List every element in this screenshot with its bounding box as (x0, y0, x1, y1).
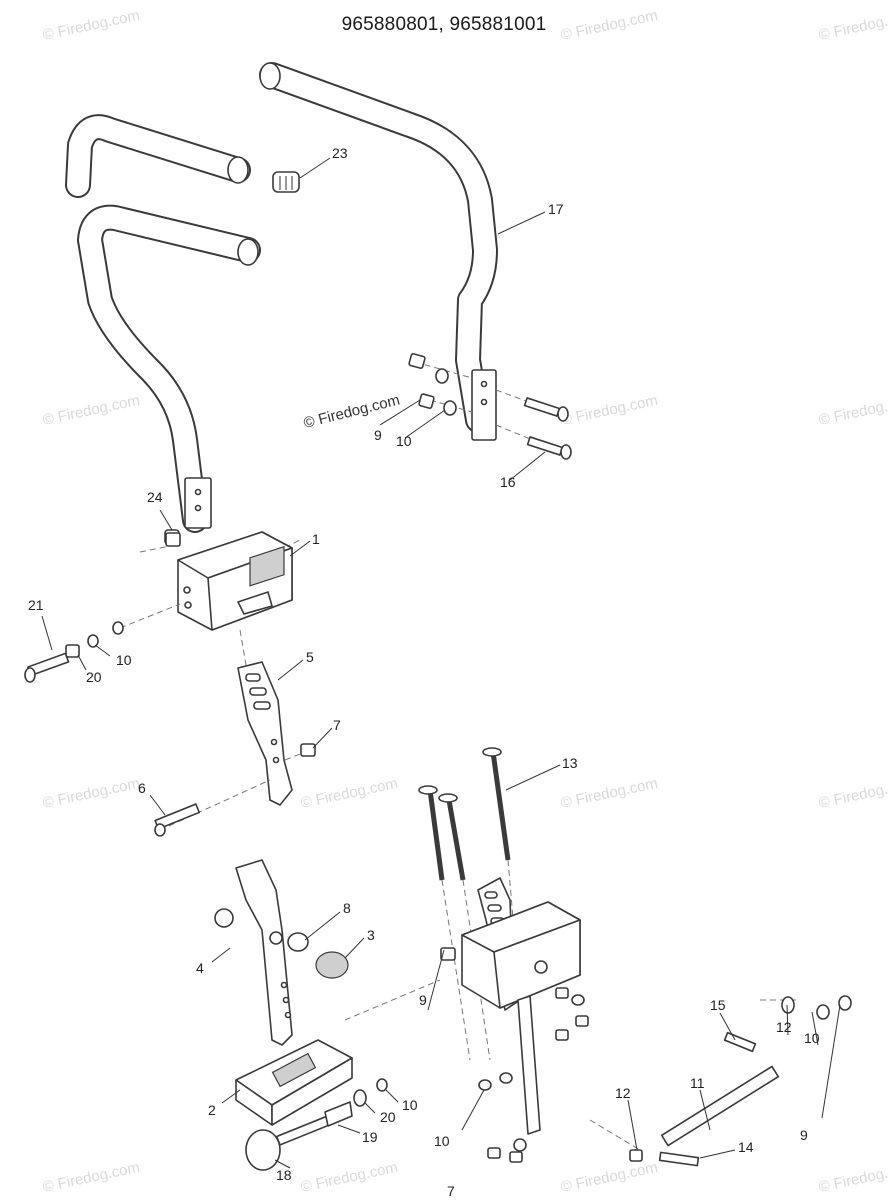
callout-19: 19 (362, 1129, 378, 1145)
watermark: © Firedog.com (817, 775, 888, 812)
leader-lines (41, 157, 841, 1169)
rod-assembly (589, 995, 852, 1167)
lever-5 (154, 629, 316, 837)
callout-7: 7 (333, 717, 341, 733)
callout-5: 5 (306, 649, 314, 665)
callout-23: 23 (332, 145, 348, 161)
callout-18: 18 (276, 1167, 292, 1183)
watermark: © Firedog.com (299, 1159, 399, 1196)
callout-2: 2 (208, 1102, 216, 1118)
watermark: © Firedog.com (41, 775, 141, 812)
callout-20: 20 (380, 1109, 396, 1125)
handle-plug-23 (272, 171, 300, 193)
lower-left-handle (77, 204, 261, 533)
watermark: © Firedog.com (817, 1159, 888, 1196)
callout-4: 4 (196, 960, 204, 976)
right-fasteners (408, 353, 572, 460)
callout-13: 13 (562, 755, 578, 771)
watermark: © Firedog.com (559, 392, 659, 429)
upper-bracket-1 (139, 529, 301, 631)
callout-6: 6 (138, 780, 146, 796)
watermark: © Firedog.com (41, 7, 141, 44)
callout-14: 14 (738, 1139, 754, 1155)
watermark: © Firedog.com (559, 7, 659, 44)
callout-8: 8 (343, 900, 351, 916)
callout-11: 11 (690, 1075, 705, 1091)
callout-12: 12 (776, 1019, 792, 1035)
lower-lever-4 (214, 859, 349, 1046)
callout-10: 10 (116, 652, 132, 668)
watermark: © Firedog.com (817, 392, 888, 429)
callout-9: 9 (419, 992, 427, 1008)
callout-12: 12 (615, 1085, 631, 1101)
watermark: © Firedog.com (41, 1159, 141, 1196)
callout-20: 20 (86, 669, 102, 685)
left-fasteners (24, 603, 181, 683)
center-watermark: © Firedog.com (302, 392, 402, 432)
watermark: © Firedog.com (559, 775, 659, 812)
lower-fasteners (245, 979, 441, 1171)
watermark: © Firedog.com (41, 392, 141, 429)
callout-7: 7 (447, 1183, 455, 1199)
right-handle-17 (259, 62, 498, 441)
callout-9: 9 (374, 427, 382, 443)
callout-10: 10 (396, 433, 412, 449)
callout-10: 10 (804, 1030, 820, 1046)
callout-24: 24 (147, 489, 163, 505)
callout-10: 10 (434, 1133, 450, 1149)
callout-1: 1 (312, 531, 320, 547)
diagram-title: 965880801, 965881001 (341, 14, 547, 35)
nut-24 (165, 532, 181, 547)
lower-right-assembly (461, 877, 581, 1152)
callout-17: 17 (548, 201, 564, 217)
callout-21: 21 (28, 597, 44, 613)
callout-3: 3 (367, 927, 375, 943)
upper-handle-section (65, 114, 251, 198)
watermark: © Firedog.com (559, 1159, 659, 1196)
callout-numbers: 23 17 9 10 16 24 1 21 10 20 5 7 6 13 8 3… (28, 145, 820, 1199)
lower-right-hardware (440, 947, 589, 1163)
callout-9: 9 (800, 1127, 808, 1143)
callout-16: 16 (500, 474, 516, 490)
base-plate-2 (235, 1039, 353, 1126)
callout-10: 10 (402, 1097, 418, 1113)
watermark: © Firedog.com (299, 775, 399, 812)
watermark: © Firedog.com (817, 7, 888, 44)
callout-15: 15 (710, 997, 726, 1013)
